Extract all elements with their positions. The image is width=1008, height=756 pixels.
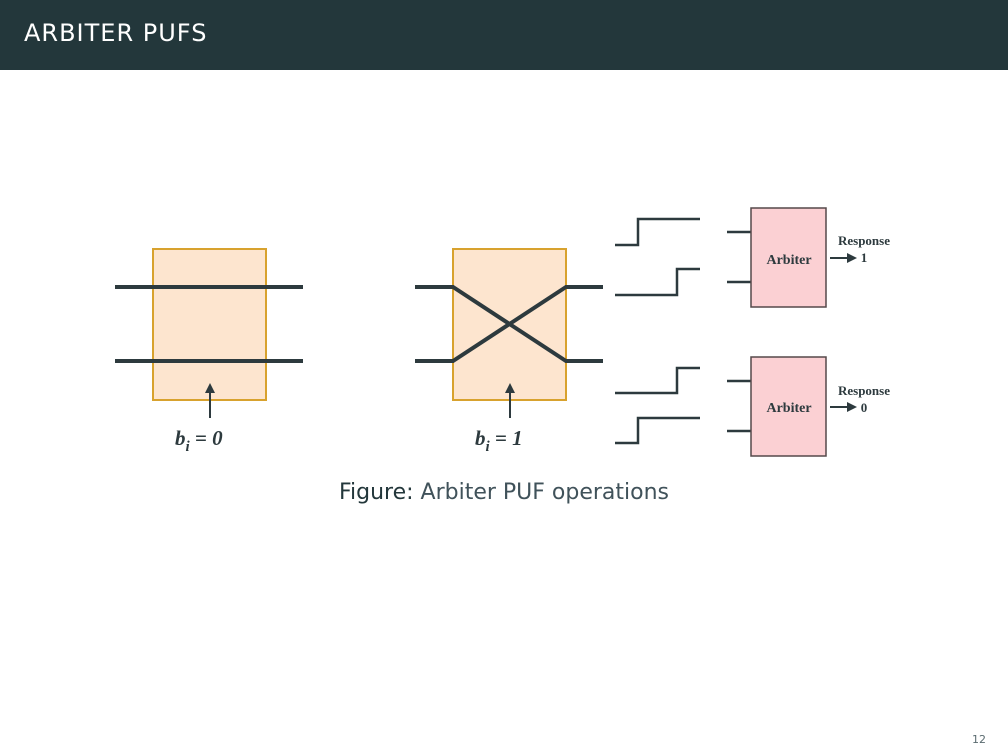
slide-header: ARBITER PUFS xyxy=(0,0,1008,70)
arbiter-box-top xyxy=(750,207,827,308)
page-number: 12 xyxy=(972,733,986,746)
slide-title: ARBITER PUFS xyxy=(24,19,208,47)
arbiter-block-top: Arbiter Response 1 xyxy=(727,207,890,308)
label-rest-right: = 1 xyxy=(490,426,523,450)
label-sub-left: i xyxy=(186,439,191,455)
arbiter-label-top: Arbiter xyxy=(766,253,811,268)
label-var-left: b xyxy=(175,426,186,450)
signal-step-early-2 xyxy=(615,416,700,445)
wire-cross-b xyxy=(415,285,603,363)
caption-text: Arbiter PUF operations xyxy=(413,480,670,505)
label-rest-left: = 0 xyxy=(190,426,223,450)
label-var-right: b xyxy=(475,426,486,450)
switch-box-left xyxy=(152,248,267,401)
arbiter-label-bottom: Arbiter xyxy=(766,401,811,416)
arbiter-block-bottom: Arbiter Response 0 xyxy=(727,356,890,457)
select-label-right: bi = 1 xyxy=(475,426,523,455)
switch-straight: bi = 0 xyxy=(115,248,303,455)
signal-step-early-1 xyxy=(615,217,700,247)
arbiter-box-bottom xyxy=(750,356,827,457)
response-value-top: 1 xyxy=(861,250,868,265)
figure-caption: Figure: Arbiter PUF operations xyxy=(0,480,1008,505)
response-label-top: Response xyxy=(838,233,890,248)
caption-label: Figure: xyxy=(338,480,414,505)
response-label-bottom: Response xyxy=(838,383,890,398)
signal-step-late-2 xyxy=(615,366,700,395)
response-value-bottom: 0 xyxy=(861,400,868,415)
switch-crossed: bi = 1 xyxy=(415,248,603,455)
label-sub-right: i xyxy=(486,439,491,455)
signal-step-late-1 xyxy=(615,267,700,297)
select-label-left: bi = 0 xyxy=(175,426,223,455)
